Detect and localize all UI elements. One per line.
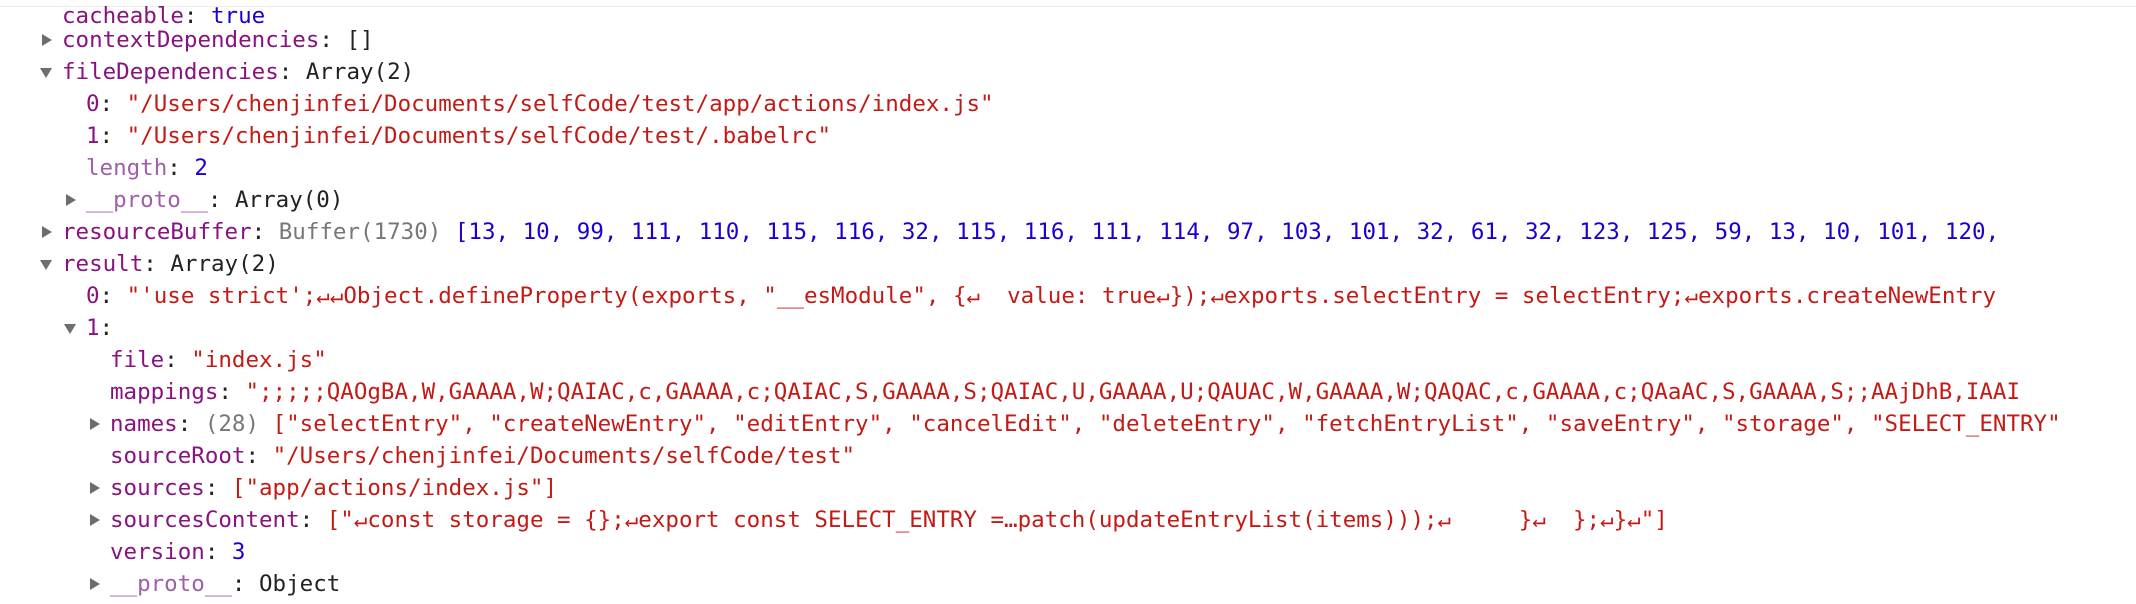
prop-value: "/Users/chenjinfei/Documents/selfCode/te…: [272, 443, 856, 469]
prop-key: 0: [86, 91, 100, 117]
prop-row-names[interactable]: names: (28) ["selectEntry", "createNewEn…: [0, 408, 2136, 440]
prop-key: 1: [86, 123, 100, 149]
expand-arrow-icon[interactable]: [90, 578, 100, 590]
clipped-top-edge: [0, 0, 2136, 7]
prop-key: resourceBuffer: [62, 219, 252, 245]
prop-row-cacheable: cacheable: true: [62, 3, 266, 29]
prop-count: (28): [204, 411, 260, 437]
prop-row-mappings: mappings: ";;;;;QAOgBA,W,GAAAA,W;QAIAC,c…: [110, 379, 2021, 405]
prop-row-context-dependencies[interactable]: contextDependencies: []: [0, 24, 2136, 56]
prop-value: ";;;;;QAOgBA,W,GAAAA,W;QAIAC,c,GAAAA,c;Q…: [245, 379, 2021, 405]
prop-row-proto-object[interactable]: __proto__: Object: [0, 568, 2136, 600]
prop-key: sourcesContent: [110, 507, 300, 533]
prop-value: []: [346, 27, 374, 53]
prop-row-file-dependencies[interactable]: fileDependencies: Array(2): [0, 56, 2136, 88]
expand-arrow-icon[interactable]: [90, 514, 100, 526]
expand-arrow-icon[interactable]: [42, 226, 52, 238]
prop-row-result-1[interactable]: 1:: [0, 312, 2136, 344]
prop-value: 2: [194, 155, 208, 181]
prop-key: 1: [86, 315, 100, 341]
prop-value: ["app/actions/index.js"]: [231, 475, 558, 501]
prop-key: file: [110, 347, 165, 373]
prop-row-source-root: sourceRoot: "/Users/chenjinfei/Documents…: [110, 443, 856, 469]
expand-arrow-icon[interactable]: [90, 482, 100, 494]
prop-value: true: [211, 3, 266, 29]
prop-key: result: [62, 251, 144, 277]
prop-value: Array(2): [305, 59, 415, 85]
prop-row-version: version: 3: [110, 539, 246, 565]
prop-key: version: [110, 539, 205, 565]
prop-value: ["↵const storage = {};↵export const SELE…: [326, 507, 1668, 533]
prop-row-file: file: "index.js": [110, 347, 327, 373]
prop-key: mappings: [110, 379, 219, 405]
prop-value: Object: [259, 571, 341, 597]
prop-value: "index.js": [191, 347, 327, 373]
prop-row-fd-length: length: 2: [86, 155, 208, 181]
expand-arrow-icon[interactable]: [66, 194, 76, 206]
prop-type: Buffer(1730): [278, 219, 442, 245]
collapse-arrow-icon[interactable]: [64, 324, 76, 334]
prop-value: 3: [231, 539, 246, 565]
prop-row-sources-content[interactable]: sourcesContent: ["↵const storage = {};↵e…: [0, 504, 2136, 536]
prop-value: [13, 10, 99, 111, 110, 115, 116, 32, 115…: [454, 219, 2000, 245]
prop-value: "/Users/chenjinfei/Documents/selfCode/te…: [126, 91, 994, 117]
collapse-arrow-icon[interactable]: [40, 68, 52, 78]
collapse-arrow-icon[interactable]: [40, 260, 52, 270]
prop-key: contextDependencies: [62, 27, 320, 53]
expand-arrow-icon[interactable]: [42, 34, 52, 46]
prop-key: __proto__: [110, 571, 232, 597]
prop-key: sourceRoot: [110, 443, 246, 469]
prop-key: names: [110, 411, 178, 437]
prop-row-result-0: 0: "'use strict';↵↵Object.defineProperty…: [86, 283, 1997, 309]
prop-row-fd-0: 0: "/Users/chenjinfei/Documents/selfCode…: [86, 91, 994, 117]
prop-row-result[interactable]: result: Array(2): [0, 248, 2136, 280]
prop-value: "/Users/chenjinfei/Documents/selfCode/te…: [126, 123, 832, 149]
prop-value: "'use strict';↵↵Object.defineProperty(ex…: [126, 283, 1997, 309]
expand-arrow-icon[interactable]: [90, 418, 100, 430]
prop-value: Array(2): [170, 251, 279, 277]
prop-key: 0: [86, 283, 100, 309]
prop-value: Array(0): [235, 187, 344, 213]
prop-key: __proto__: [86, 187, 208, 213]
prop-value: ["selectEntry", "createNewEntry", "editE…: [272, 411, 2061, 437]
prop-row-sources[interactable]: sources: ["app/actions/index.js"]: [0, 472, 2136, 504]
prop-row-fd-1: 1: "/Users/chenjinfei/Documents/selfCode…: [86, 123, 832, 149]
prop-row-resource-buffer[interactable]: resourceBuffer: Buffer(1730) [13, 10, 99…: [0, 216, 2136, 248]
prop-key: fileDependencies: [62, 59, 279, 85]
prop-key: cacheable: [62, 3, 184, 29]
prop-key: length: [86, 155, 168, 181]
prop-key: sources: [110, 475, 205, 501]
prop-row-fd-proto[interactable]: __proto__: Array(0): [0, 184, 2136, 216]
